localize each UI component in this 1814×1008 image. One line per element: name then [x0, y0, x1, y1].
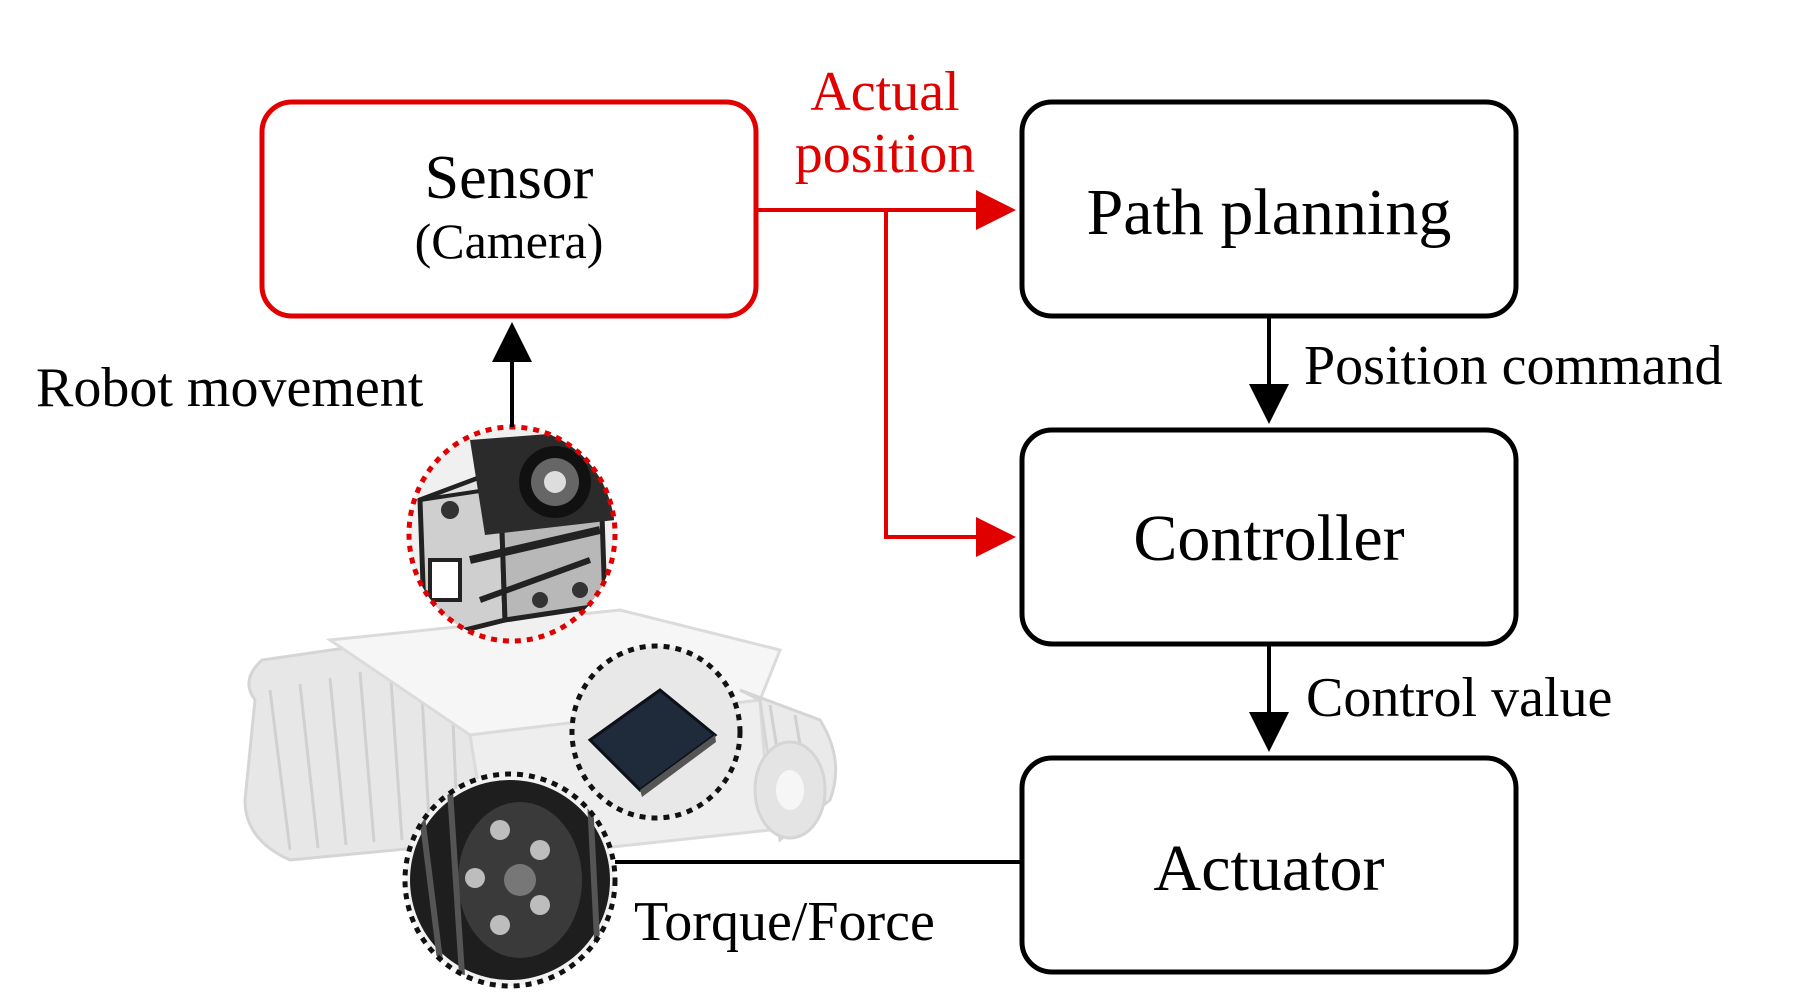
- actuator-title: Actuator: [1154, 832, 1385, 905]
- sensor-title: Sensor: [425, 144, 594, 212]
- camera-detail-icon: [406, 424, 618, 644]
- position-command-label: Position command: [1304, 335, 1722, 397]
- path-planning-block: Path planning: [1019, 99, 1519, 319]
- path-planning-title: Path planning: [1087, 176, 1452, 249]
- sensor-board-detail-icon: [569, 643, 743, 821]
- sensor-block: Sensor (Camera): [259, 99, 759, 319]
- controller-block: Controller: [1019, 427, 1519, 647]
- sensor-subtitle: (Camera): [415, 213, 604, 269]
- robot-illustration: [243, 424, 838, 989]
- actual-position-arrow-to-controller: [884, 210, 1016, 557]
- actuator-block: Actuator: [1019, 755, 1519, 975]
- track-wheel-detail-icon: [402, 771, 618, 989]
- robot-movement-label: Robot movement: [36, 357, 424, 419]
- control-value-label: Control value: [1306, 667, 1612, 729]
- actual-position-label-line2: position: [795, 123, 975, 185]
- actual-position-label-line1: Actual: [810, 61, 959, 123]
- torque-force-label: Torque/Force: [634, 891, 935, 953]
- controller-title: Controller: [1133, 502, 1404, 575]
